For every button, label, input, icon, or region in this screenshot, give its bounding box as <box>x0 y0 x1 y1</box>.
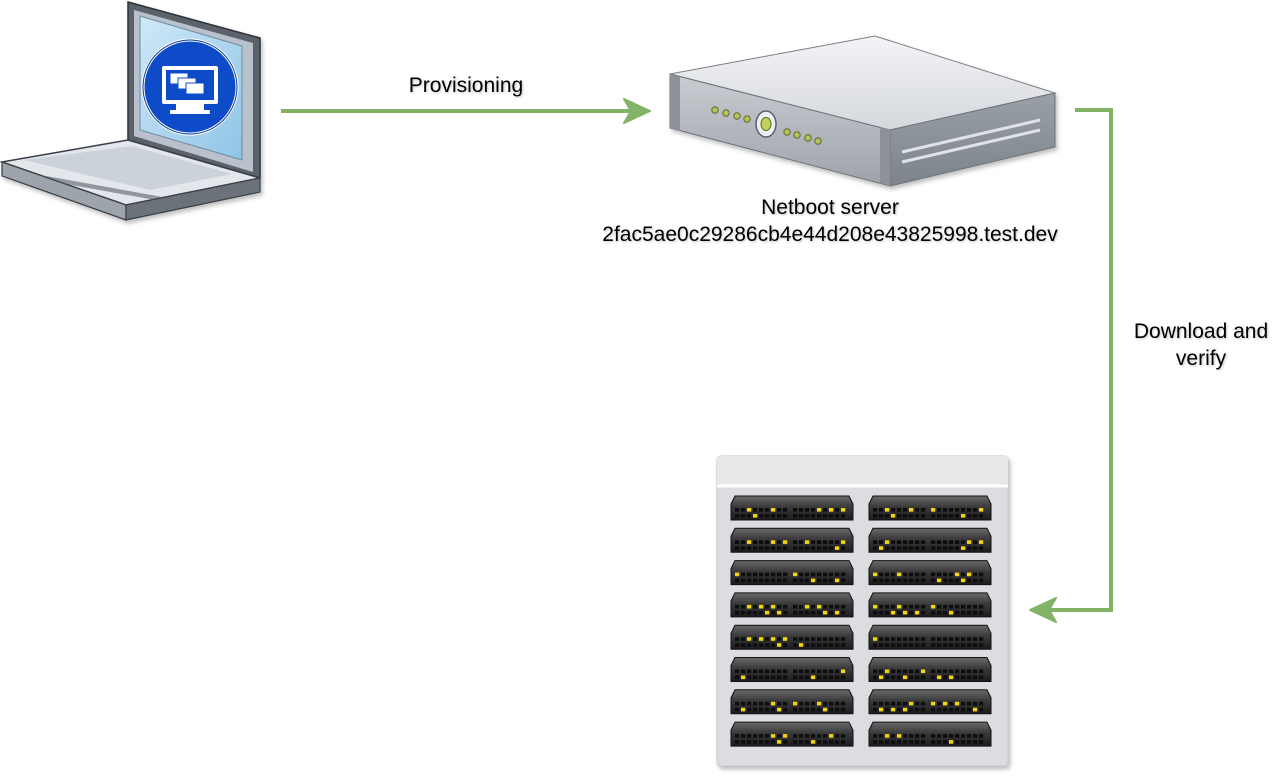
rack-server-icon[interactable] <box>669 35 1057 187</box>
rack-unit <box>868 689 992 715</box>
rack-unit <box>730 721 854 747</box>
rack-unit <box>868 495 992 521</box>
rack-unit <box>868 657 992 682</box>
server-leds <box>711 106 822 145</box>
rack-units <box>730 495 992 747</box>
rack-unit <box>730 689 854 715</box>
server-cluster-icon[interactable] <box>716 455 1009 767</box>
rack-unit <box>730 495 854 521</box>
rack-unit <box>868 624 992 650</box>
download-edge <box>1029 108 1113 623</box>
rack-unit <box>868 560 992 586</box>
download-label: Download and verify <box>1133 320 1269 370</box>
rack-unit <box>730 560 854 586</box>
server-hostname: 2fac5ae0c29286cb4e44d208e43825998.test.d… <box>602 223 1058 246</box>
laptop-icon[interactable] <box>0 1 261 221</box>
rack-unit <box>730 527 854 553</box>
rack-unit <box>868 592 992 618</box>
server-label: Netboot server 2fac5ae0c29286cb4e44d208e… <box>540 194 1120 248</box>
rack-unit <box>730 624 854 650</box>
server-title: Netboot server <box>761 196 899 219</box>
provisioning-label: Provisioning <box>408 74 524 97</box>
rack-unit <box>730 657 854 682</box>
rack-unit <box>868 527 992 553</box>
rack-unit <box>868 721 992 747</box>
rack-unit <box>730 592 854 618</box>
provisioning-edge <box>281 98 651 124</box>
monitor-badge-icon <box>141 38 239 136</box>
